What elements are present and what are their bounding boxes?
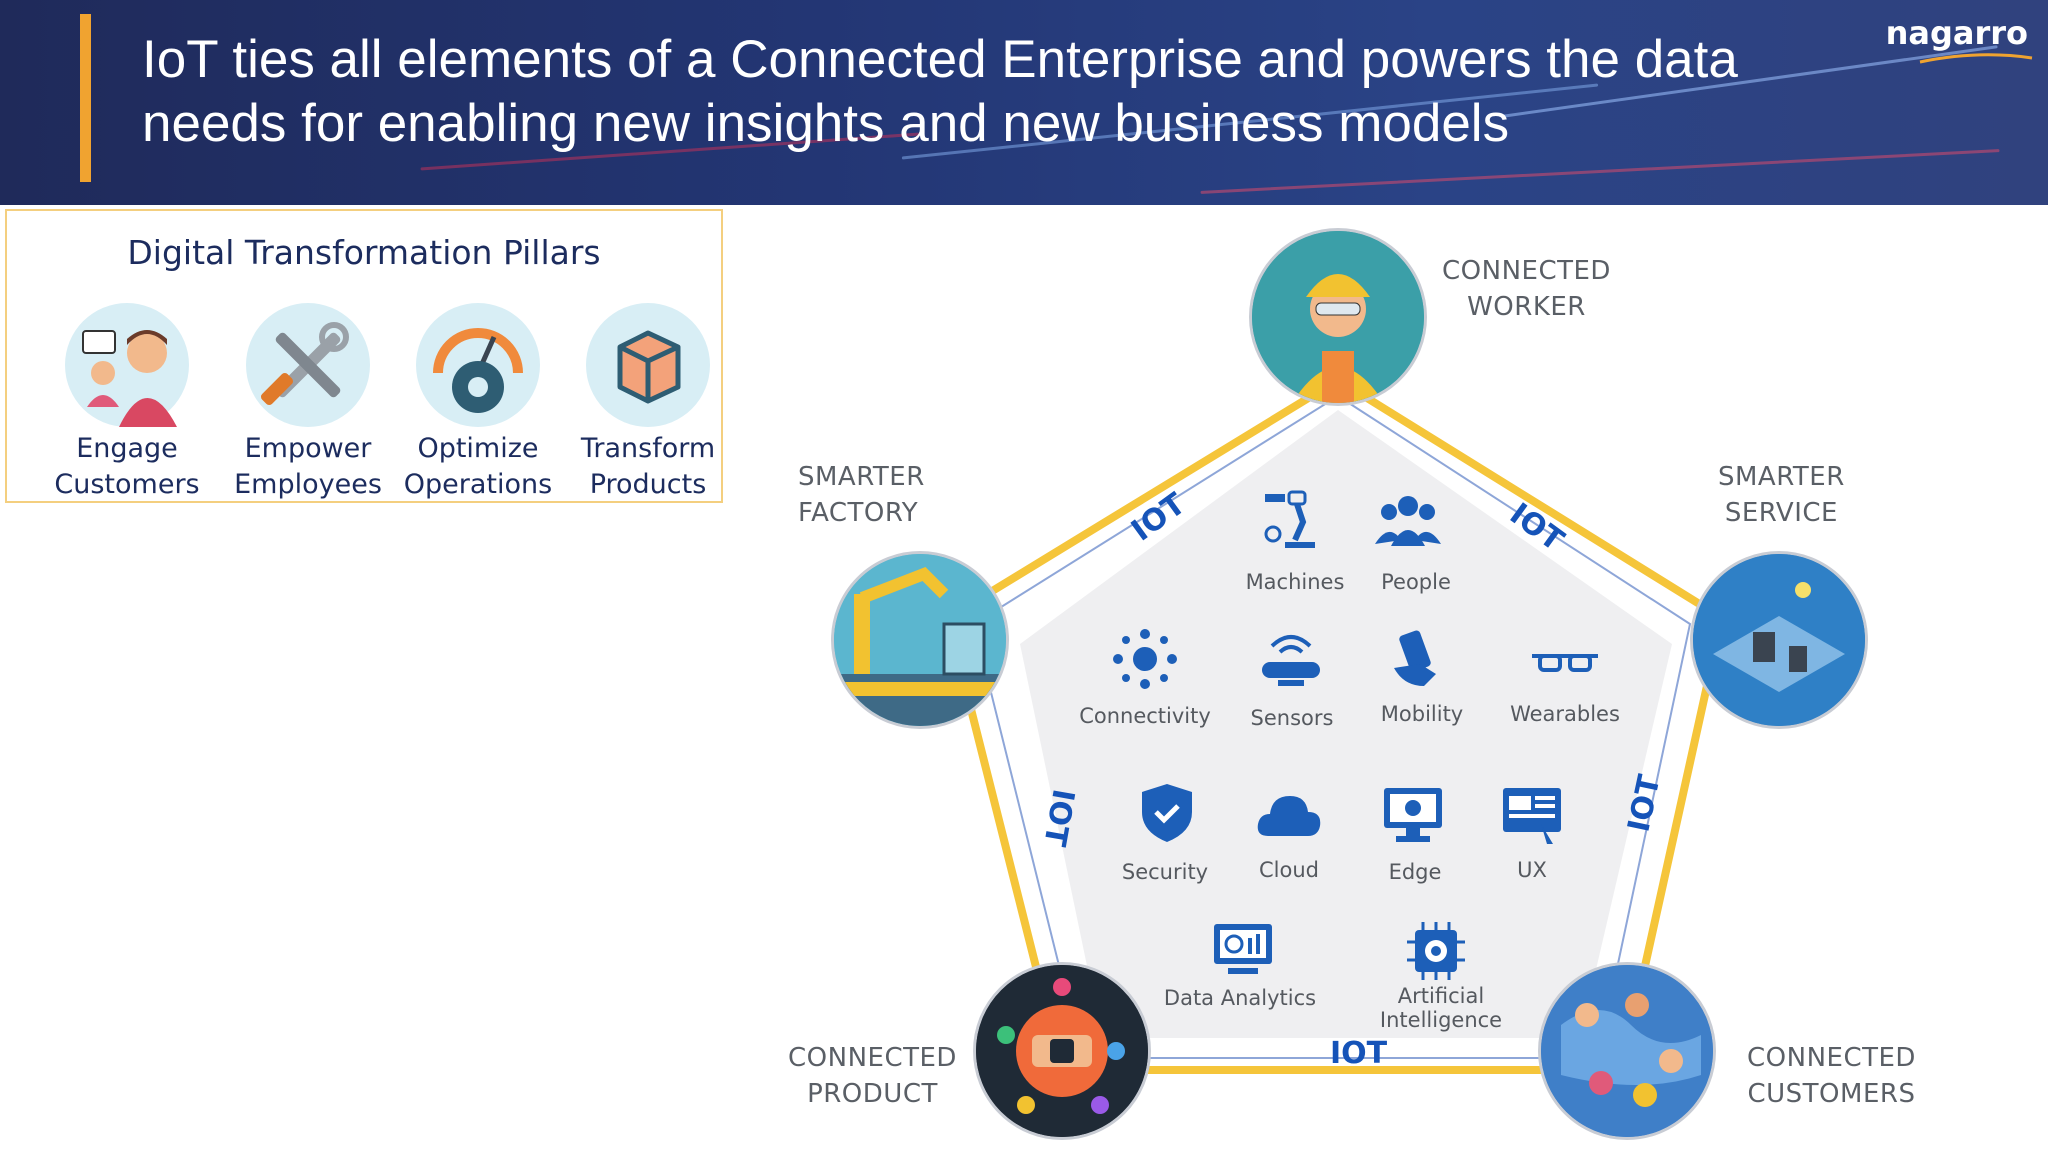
pillars-panel: Digital Transformation Pillars Engage Cu…: [5, 209, 723, 503]
center-pentagon: [1020, 410, 1672, 1038]
tech-label-cloud: Cloud: [1259, 858, 1319, 882]
ai-chip-icon: [1407, 922, 1465, 980]
pillar-label: Transform Products: [580, 433, 716, 500]
node-connected-customers: [1538, 962, 1716, 1140]
tech-label-security: Security: [1121, 860, 1209, 884]
nagarro-logo: nagarro: [1885, 14, 2028, 52]
node-connected-product: [973, 962, 1151, 1140]
network-icon: [1113, 629, 1177, 689]
gauge-gear-icon: [416, 303, 540, 427]
tech-label-sensors: Sensors: [1250, 706, 1334, 730]
tech-label-data-analytics: Data Analytics: [1163, 986, 1317, 1010]
robot-arm-icon: [1264, 490, 1315, 548]
pillar-label: Empower Employees: [234, 433, 382, 500]
outer-pentagon: [943, 375, 1727, 1074]
mobile-hand-icon: [1394, 630, 1436, 686]
box-icon: [586, 303, 710, 427]
logo-swoosh-icon: [1919, 53, 2033, 64]
tech-label-connectivity: Connectivity: [1079, 704, 1211, 728]
tech-label-people: People: [1381, 570, 1451, 594]
node-smarter-factory: [831, 551, 1009, 729]
pillar-label: Optimize Operations: [403, 433, 553, 500]
pillar-label: Engage Customers: [54, 433, 200, 500]
tech-label-ux: UX: [1517, 858, 1547, 882]
tech-label-artificial-intelligence: Artificial Intelligence: [1379, 984, 1503, 1032]
tools-icon: [246, 303, 370, 427]
inner-pentagon: [972, 394, 1692, 1059]
monitor-gear-icon: [1384, 788, 1442, 842]
tech-label-mobility: Mobility: [1380, 702, 1464, 726]
node-label: SMARTER FACTORY: [798, 462, 925, 528]
tech-label-edge: Edge: [1388, 860, 1442, 884]
router-icon: [1262, 635, 1320, 686]
header-banner: IoT ties all elements of a Connected Ent…: [0, 0, 2048, 205]
node-label: CONNECTED PRODUCT: [788, 1043, 957, 1109]
iot-label: IOT: [1330, 1036, 1388, 1071]
accent-bar: [80, 14, 91, 182]
glasses-icon: [1532, 654, 1598, 672]
tech-label-wearables: Wearables: [1510, 702, 1620, 726]
node-smarter-service: [1690, 551, 1868, 729]
analytics-icon: [1214, 924, 1272, 974]
node-connected-worker: [1249, 228, 1427, 406]
page-title: IoT ties all elements of a Connected Ent…: [142, 30, 1738, 153]
node-label: CONNECTED WORKER: [1442, 256, 1611, 322]
pillars-title: Digital Transformation Pillars: [127, 233, 601, 272]
node-label: CONNECTED CUSTOMERS: [1747, 1043, 1916, 1109]
pillar-transform-products: Transform Products: [563, 303, 733, 503]
people-icon: [1375, 496, 1441, 546]
ux-screen-icon: [1503, 788, 1561, 844]
customers-icon: [65, 303, 189, 427]
node-label: SMARTER SERVICE: [1718, 462, 1845, 528]
pillar-engage-customers: Engage Customers: [42, 303, 212, 503]
tech-label-machines: Machines: [1245, 570, 1345, 594]
shield-icon: [1142, 784, 1192, 842]
pillar-optimize-operations: Optimize Operations: [393, 303, 563, 503]
pillar-empower-employees: Empower Employees: [223, 303, 393, 503]
cloud-icon: [1257, 796, 1321, 836]
